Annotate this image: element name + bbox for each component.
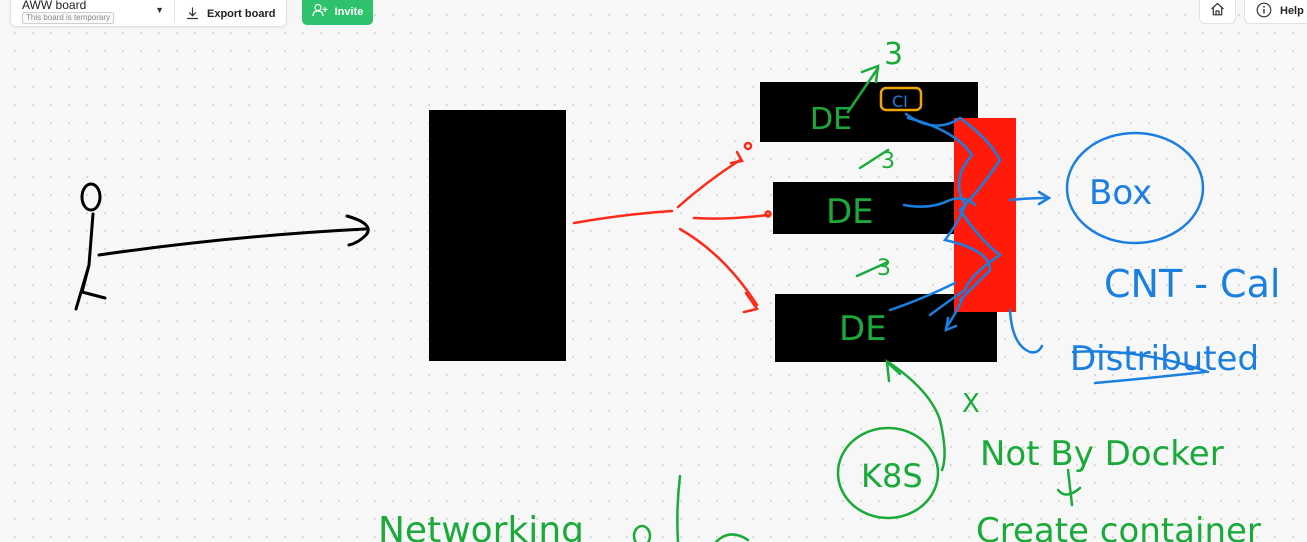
board-name-selector[interactable]: AWW board This board is temporary ▼ bbox=[11, 0, 174, 26]
box-label: Box bbox=[1089, 173, 1152, 213]
replica-count-bottom: 3 bbox=[877, 256, 891, 281]
create-container-label: Create container bbox=[976, 511, 1261, 542]
handwritten-text-layer: DE DE DE 3 3 3 CI Box CNT - Cal Distribu… bbox=[378, 37, 1280, 542]
toolbar-divider bbox=[174, 0, 175, 22]
cnt-label: CNT - Cal bbox=[1104, 262, 1280, 306]
de-label-top: DE bbox=[810, 102, 852, 137]
de-block-top bbox=[760, 82, 978, 142]
x-mark: X bbox=[962, 389, 980, 419]
red-connection-lines bbox=[572, 127, 772, 314]
board-toolbar: AWW board This board is temporary ▼ Expo… bbox=[10, 0, 288, 27]
arrow-sketch bbox=[97, 214, 370, 257]
board-title: AWW board bbox=[22, 0, 87, 12]
temporary-board-badge: This board is temporary bbox=[22, 12, 115, 24]
replica-count-top: 3 bbox=[884, 37, 903, 72]
home-button[interactable] bbox=[1199, 0, 1236, 24]
info-icon bbox=[1256, 2, 1272, 21]
invite-button[interactable]: Invite bbox=[302, 0, 373, 25]
networking-label: Networking bbox=[378, 510, 584, 542]
download-icon bbox=[186, 7, 199, 20]
blue-annotations bbox=[888, 112, 1210, 385]
invite-label: Invite bbox=[334, 5, 364, 18]
distributed-label: Distributed bbox=[1070, 339, 1259, 379]
export-board-button[interactable]: Export board bbox=[175, 0, 286, 26]
k8s-label: K8S bbox=[861, 457, 923, 495]
help-label: Help bbox=[1280, 5, 1304, 17]
de-label-bottom: DE bbox=[839, 309, 887, 349]
stick-figure-sketch bbox=[74, 182, 107, 311]
replica-count-middle: 3 bbox=[881, 149, 895, 174]
de-block-middle bbox=[773, 182, 973, 234]
de-label-middle: DE bbox=[826, 192, 874, 232]
not-by-docker-label: Not By Docker bbox=[980, 434, 1224, 474]
ci-label: CI bbox=[892, 92, 908, 111]
help-button[interactable]: Help bbox=[1244, 0, 1307, 24]
export-board-label: Export board bbox=[207, 7, 276, 20]
ci-highlight-box bbox=[879, 86, 923, 112]
bottom-partial-strokes bbox=[632, 474, 750, 542]
green-annotations bbox=[836, 64, 1082, 520]
home-icon bbox=[1210, 2, 1225, 21]
caret-down-icon[interactable]: ▼ bbox=[155, 5, 164, 15]
add-user-icon bbox=[312, 3, 328, 20]
load-balancer-block bbox=[429, 110, 566, 361]
